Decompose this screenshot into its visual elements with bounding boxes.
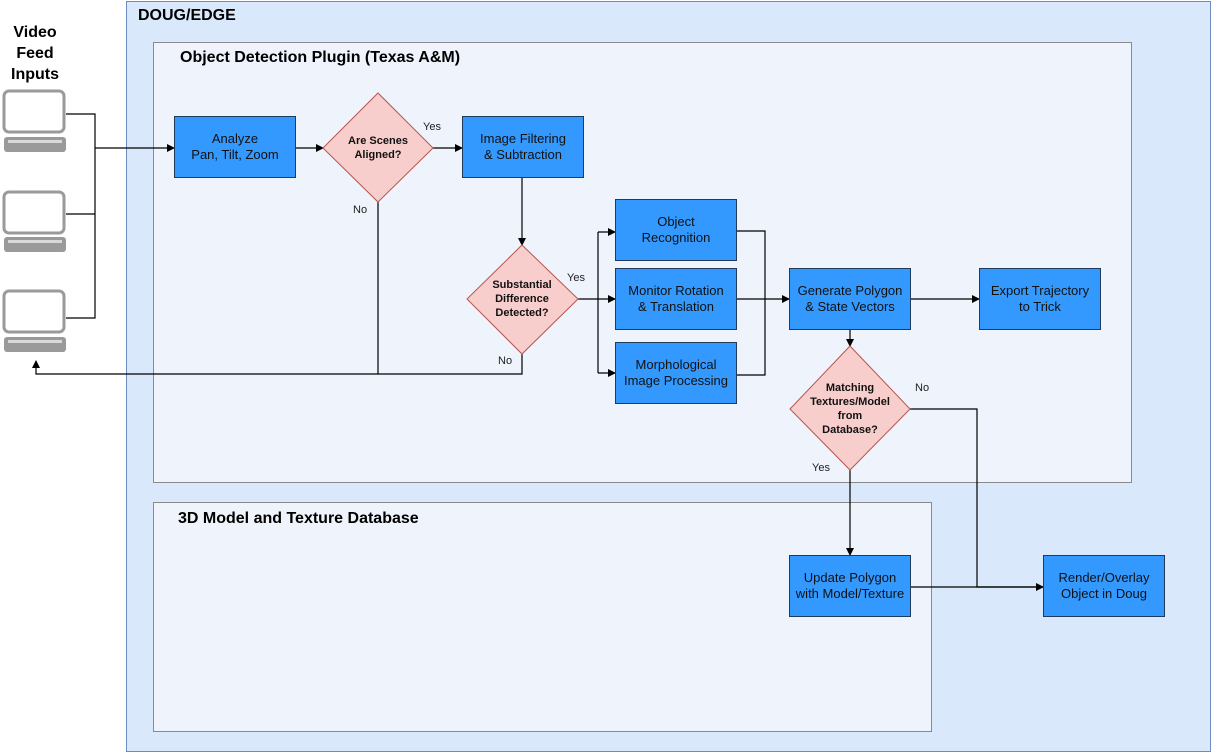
difference-yes-label: Yes (567, 272, 585, 284)
difference-decision-label: Substantial Difference Detected? (492, 279, 552, 319)
recognition-node: Object Recognition (615, 199, 737, 261)
update-node: Update Polygon with Model/Texture (789, 555, 911, 617)
analyze-node: Analyze Pan, Tilt, Zoom (174, 116, 296, 178)
matching-decision-diamond (789, 345, 911, 471)
monitor-icon (2, 289, 66, 352)
aligned-decision-label: Are Scenes Aligned? (348, 135, 408, 161)
video-feed-title-line: Feed (16, 45, 54, 62)
aligned-no-label: No (353, 204, 368, 216)
video-feed-title-line: Inputs (11, 66, 59, 83)
doug-edge-title: DOUG/EDGE (138, 7, 236, 24)
morphological-node: Morphological Image Processing (615, 342, 737, 404)
database-title: 3D Model and Texture Database (178, 510, 419, 527)
monitor-icon (2, 190, 66, 252)
rotation-node: Monitor Rotation & Translation (615, 268, 737, 330)
monitor-icon (2, 89, 66, 152)
aligned-decision-diamond (322, 92, 434, 203)
filtering-node: Image Filtering & Subtraction (462, 116, 584, 178)
matching-no-label: No (915, 382, 930, 394)
polygon-node: Generate Polygon & State Vectors (789, 268, 911, 330)
render-node: Render/Overlay Object in Doug (1043, 555, 1165, 617)
video-feed-title: Video Feed Inputs (4, 22, 66, 85)
difference-decision-diamond (466, 244, 579, 355)
export-node: Export Trajectory to Trick (979, 268, 1101, 330)
matching-yes-label: Yes (812, 462, 830, 474)
aligned-yes-label: Yes (423, 121, 441, 133)
matching-decision-label: Matching Textures/Model from Database? (810, 382, 890, 436)
video-feed-title-line: Video (13, 24, 57, 41)
object-detection-title: Object Detection Plugin (Texas A&M) (180, 49, 461, 66)
database-container (153, 502, 932, 732)
difference-no-label: No (498, 355, 513, 367)
